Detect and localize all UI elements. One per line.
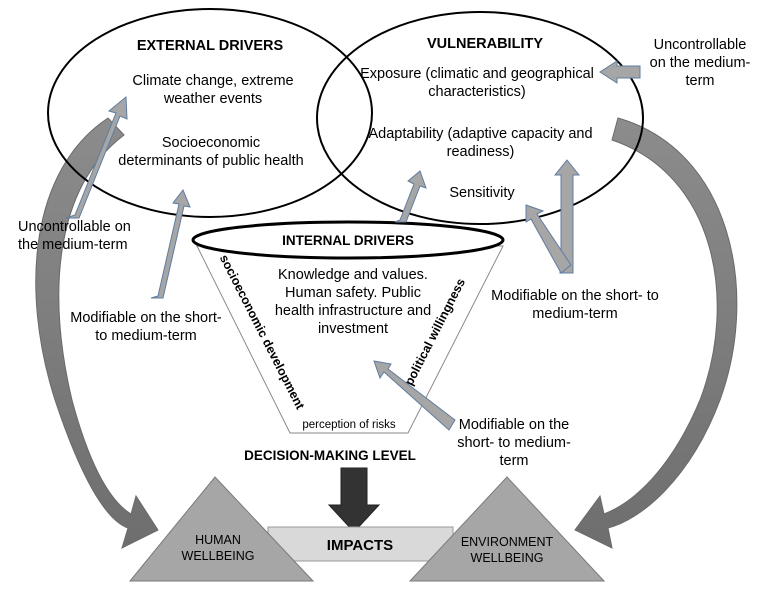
environment-wellbeing-label: ENVIRONMENT WELLBEING — [460, 535, 554, 565]
annotation-modifiable-left: Modifiable on the short- to medium-term — [70, 310, 222, 344]
annotation-modifiable-right: Modifiable on the short- to medium-term — [491, 288, 659, 322]
external-drivers-ellipse — [47, 8, 373, 218]
arrow-uncontrollable-exposure — [599, 60, 641, 84]
vulnerability-item-exposure: Exposure (climatic and geographical char… — [360, 66, 594, 100]
arrow-modifiable-socioeconomic — [150, 189, 191, 299]
arrow-modifiable-sensitivity — [525, 204, 572, 274]
decision-arrow — [327, 467, 381, 533]
vulnerability-ellipse — [316, 11, 644, 225]
annotation-modifiable-bottom: Modifiable on the short- to medium-term — [457, 417, 571, 469]
impacts-bar — [267, 526, 454, 562]
internal-drivers-ellipse — [191, 220, 505, 260]
arrow-modifiable-adaptability — [553, 159, 581, 274]
human-wellbeing-triangle — [128, 476, 315, 582]
external-drivers-item-socioeconomic: Socioeconomic determinants of public hea… — [118, 135, 304, 169]
vulnerability-title: VULNERABILITY — [427, 36, 543, 52]
external-drivers-item-climate: Climate change, extreme weather events — [132, 73, 294, 107]
internal-drivers-bottom: perception of risks — [302, 419, 396, 431]
left-curved-arrow — [35, 117, 159, 549]
environment-wellbeing-triangle — [408, 476, 606, 582]
annotation-uncontrollable-right: Uncontrollable on the medium-term — [649, 37, 751, 89]
external-drivers-title: EXTERNAL DRIVERS — [136, 38, 284, 54]
human-wellbeing-label: HUMAN WELLBEING — [181, 533, 255, 563]
annotation-uncontrollable-left: Uncontrollable on the medium-term — [18, 219, 131, 253]
arrow-modifiable-funnel — [373, 360, 456, 431]
internal-drivers-body: Knowledge and values. Human safety. Publ… — [274, 267, 432, 337]
vulnerability-item-sensitivity: Sensitivity — [449, 185, 515, 201]
internal-drivers-title: INTERNAL DRIVERS — [282, 233, 414, 248]
decision-level-label: DECISION-MAKING LEVEL — [244, 448, 416, 463]
arrow-uncontrollable-climate — [65, 95, 128, 219]
impacts-label: IMPACTS — [326, 537, 394, 554]
right-curved-arrow — [574, 117, 738, 549]
vulnerability-item-adaptability: Adaptability (adaptive capacity and read… — [368, 126, 593, 160]
arrow-internal-to-sensitivity — [394, 170, 427, 223]
